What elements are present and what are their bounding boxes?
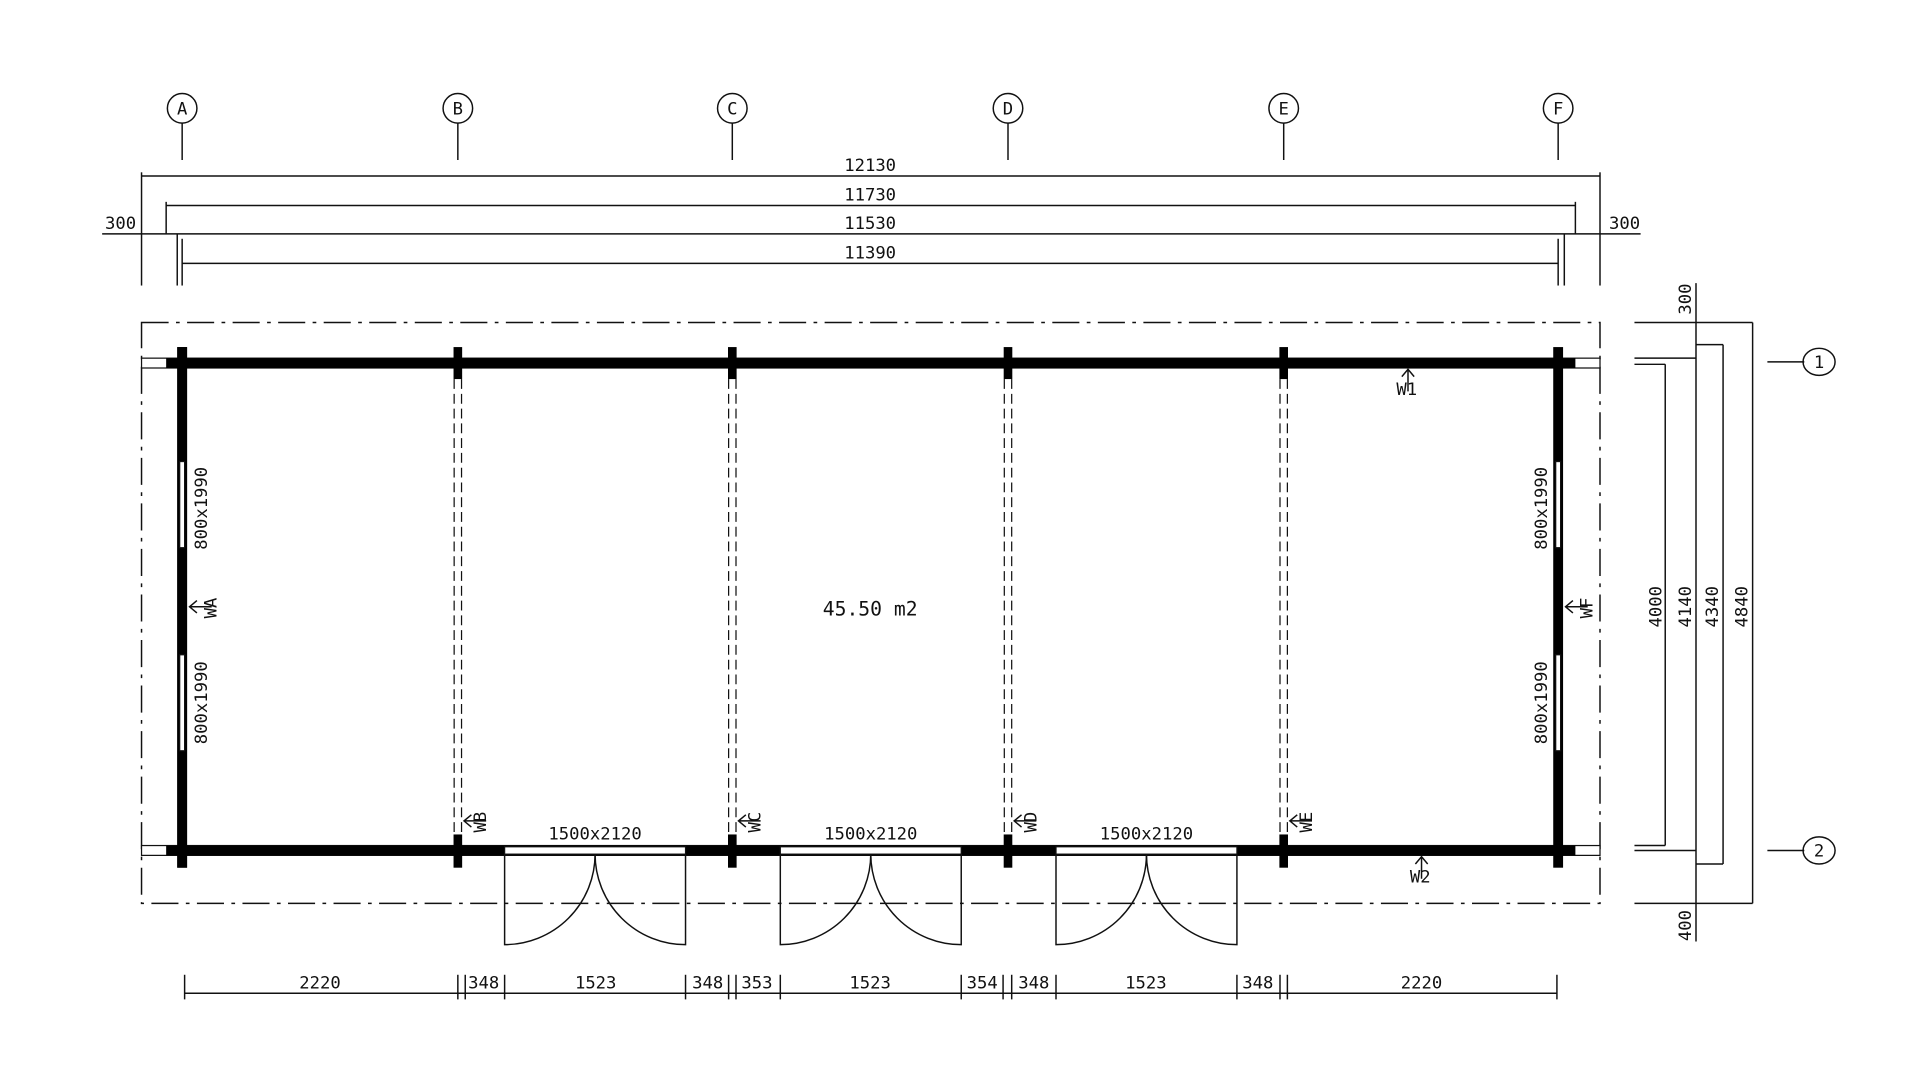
- post: [1279, 834, 1288, 868]
- post: [1279, 347, 1288, 380]
- bottom-dim-label: 2220: [1401, 973, 1442, 993]
- grid-bubble: [716, 92, 748, 124]
- post: [728, 347, 737, 380]
- grid-bubble: [1802, 347, 1836, 377]
- posts: [177, 347, 1288, 868]
- dim-overhang-right: 300: [1609, 214, 1640, 234]
- post: [1003, 834, 1013, 868]
- post: [453, 347, 463, 380]
- wall-mark-wb: WB: [471, 812, 491, 833]
- dim-4840: 4840: [1733, 586, 1753, 627]
- wall-mark-we: WE: [1297, 812, 1317, 833]
- roof-outline: [140, 321, 1601, 905]
- door-leaf: [1145, 854, 1238, 946]
- grid-axis-label: 2: [1814, 842, 1824, 862]
- dim-side-300: 300: [1676, 284, 1696, 315]
- wall-mark-wf: WF: [1578, 598, 1598, 619]
- bottom-dim-label: 1523: [575, 973, 616, 993]
- door-leaf: [1055, 854, 1148, 946]
- dim-12130: 12130: [844, 156, 896, 176]
- grid-bubble: [992, 92, 1024, 124]
- window-left-lower-label: 800x1990: [192, 661, 212, 744]
- door-leaf: [870, 854, 962, 946]
- post: [1003, 347, 1013, 380]
- grid-bubble: [166, 92, 198, 124]
- grid-axis-label: 1: [1814, 353, 1824, 373]
- post: [453, 834, 463, 868]
- door-opening: [504, 846, 687, 855]
- bottom-dim-label: 348: [1018, 973, 1049, 993]
- dim-11730: 11730: [844, 186, 896, 206]
- wall-right: [1553, 347, 1564, 868]
- dim-overhang-left: 300: [105, 214, 136, 234]
- bottom-dim-label: 354: [967, 973, 998, 993]
- grid-axes: A B C D E F 1 2: [166, 92, 1836, 865]
- door-leaf: [779, 854, 872, 946]
- bottom-dim-label: 348: [692, 973, 723, 993]
- dim-4000: 4000: [1647, 586, 1667, 627]
- grid-bubble: [1542, 92, 1574, 124]
- dim-side-400: 400: [1676, 910, 1696, 941]
- door-size-label: 1500x2120: [548, 824, 641, 844]
- door-opening: [1055, 846, 1238, 855]
- grid-axis-label: B: [453, 99, 463, 119]
- dim-4340: 4340: [1703, 586, 1723, 627]
- grid-bubble: [442, 92, 474, 124]
- wall-mark-wa: WA: [202, 597, 222, 618]
- windows: 800x1990 800x1990 800x1990 800x1990: [179, 460, 1562, 752]
- grid-axis-label: A: [177, 99, 188, 119]
- window-right-lower-label: 800x1990: [1532, 661, 1552, 744]
- wall-mark-w1: W1: [1396, 380, 1417, 400]
- grid-axis-label: C: [727, 99, 737, 119]
- grid-axis-label: F: [1553, 99, 1563, 119]
- dim-4140: 4140: [1676, 586, 1696, 627]
- door-size-label: 1500x2120: [824, 824, 917, 844]
- bottom-dim-label: 348: [1242, 973, 1273, 993]
- bottom-dim-label: 348: [468, 973, 499, 993]
- door-size-label: 1500x2120: [1100, 824, 1193, 844]
- door-leaf: [503, 854, 596, 946]
- wall-mark-wd: WD: [1021, 812, 1041, 833]
- wall-mark-wc: WC: [746, 812, 766, 833]
- grid-axis-label: E: [1279, 99, 1289, 119]
- doors: 1500x2120 1500x2120 1500x2120: [503, 824, 1238, 946]
- bottom-dim-label: 1523: [849, 973, 890, 993]
- grid-axis-label: D: [1003, 99, 1013, 119]
- wall-mark-w2: W2: [1410, 867, 1431, 887]
- area-label: 45.50 m2: [823, 597, 918, 620]
- bottom-dim-label: 1523: [1125, 973, 1166, 993]
- overall-dimensions: 12130 11730 11530 11390 300 300: [102, 156, 1641, 286]
- bottom-dim-label: 353: [741, 973, 772, 993]
- bottom-dim-label: 2220: [299, 973, 340, 993]
- grid-bubble: [1268, 92, 1300, 124]
- dim-11530: 11530: [844, 214, 896, 234]
- door-leaf: [594, 854, 687, 946]
- door-opening: [779, 846, 962, 855]
- wall-top: [166, 358, 1576, 368]
- bottom-dimensions: 2220 348 1523 348 353 1523 354 348 1523 348 2220: [183, 973, 1558, 1000]
- dim-11390: 11390: [844, 243, 896, 263]
- post: [728, 834, 737, 868]
- window-left-upper-label: 800x1990: [192, 467, 212, 550]
- window-right-upper-label: 800x1990: [1532, 467, 1552, 550]
- grid-bubble: [1802, 836, 1836, 865]
- side-dimensions: 300 400 4000 4140 4340 4840: [1634, 283, 1754, 942]
